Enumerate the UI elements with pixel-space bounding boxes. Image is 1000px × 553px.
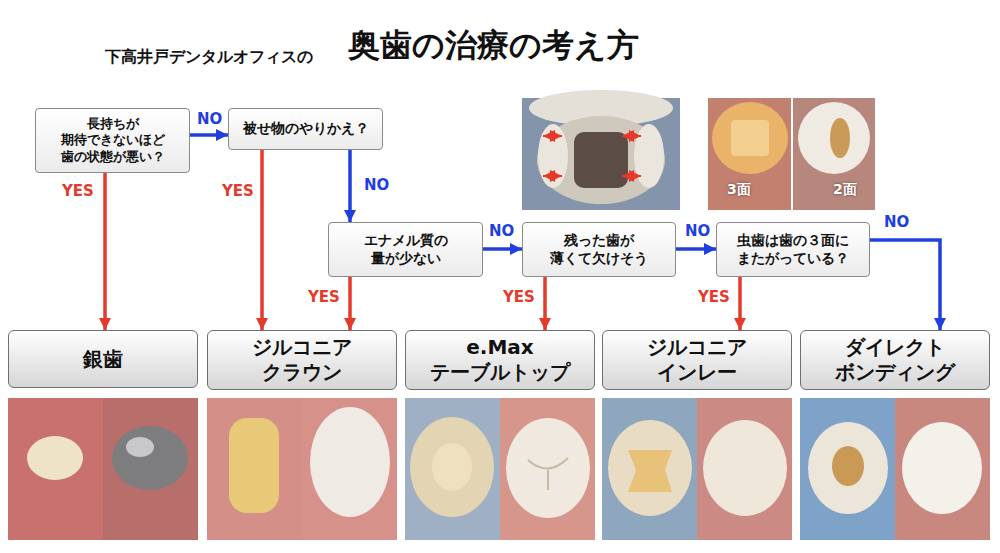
- photo-background: [800, 398, 895, 540]
- box-text: 虫歯は歯の３面に またがっている？: [723, 232, 863, 267]
- inlay-cavity: [628, 450, 672, 492]
- tooth-shape: [608, 420, 692, 516]
- flow-arrow: [738, 277, 742, 330]
- photo-background: [103, 398, 198, 540]
- subtitle-text: 下高井戸デンタルオフィスの: [105, 47, 313, 68]
- crown-highlight: [126, 437, 154, 457]
- tooth-wall: [538, 124, 568, 188]
- cavity-shape: [574, 132, 628, 188]
- zirconia-crown: [310, 407, 390, 517]
- tabletop-restoration: [506, 418, 590, 518]
- decision-box: 長持ちが 期待できないほど 歯の状態が悪い？: [35, 108, 190, 173]
- tooth-fissure: [528, 458, 568, 490]
- flow-arrow: [676, 247, 716, 251]
- tooth-shape: [410, 417, 494, 517]
- decision-box: 虫歯は歯の３面に またがっている？: [716, 222, 870, 277]
- thickness-arrow: [622, 175, 641, 177]
- thickness-arrow: [543, 135, 562, 137]
- treatment-box: ジルコニア インレー: [602, 330, 792, 390]
- box-text: 銀歯: [83, 347, 123, 372]
- flow-arrow: [483, 247, 522, 251]
- flow-arrow: [260, 150, 264, 330]
- photo-caption: 3面: [727, 181, 751, 199]
- photo-background: [697, 398, 792, 540]
- cavity-shape: [832, 446, 864, 486]
- cavity-shape: [731, 120, 769, 156]
- tooth-preparation: [229, 418, 279, 513]
- flow-arrow: [543, 277, 547, 330]
- branch-label: NO: [487, 222, 516, 240]
- decision-box: 被せ物のやりかえ？: [228, 108, 383, 150]
- photo-background: [792, 98, 875, 210]
- flow-arrow: [190, 133, 228, 137]
- branch-label: YES: [696, 288, 732, 306]
- flow-arrow: [103, 173, 107, 330]
- box-text: ダイレクト ボンディング: [809, 335, 981, 385]
- treatment-box: ジルコニア クラウン: [207, 330, 397, 390]
- photo-background: [405, 398, 500, 540]
- box-text: エナメル質の 量が少ない: [335, 232, 476, 267]
- photo-background: [602, 398, 697, 540]
- thickness-arrow: [622, 135, 641, 137]
- cavity-shape: [830, 118, 850, 158]
- branch-label: NO: [882, 213, 911, 231]
- branch-label: YES: [501, 288, 537, 306]
- branch-label: NO: [683, 222, 712, 240]
- box-text: ジルコニア インレー: [611, 335, 783, 385]
- decision-box: 残った歯が 薄くて欠けそう: [522, 222, 676, 277]
- branch-label: YES: [220, 182, 256, 200]
- zirconia-inlay: [703, 420, 787, 516]
- branch-label: YES: [60, 182, 96, 200]
- box-text: 長持ちが 期待できないほど 歯の状態が悪い？: [42, 116, 183, 165]
- photo-background: [302, 398, 397, 540]
- box-text: 残った歯が 薄くて欠けそう: [529, 232, 669, 267]
- photo-background: [708, 98, 792, 210]
- box-text: e.Max テーブルトップ: [414, 335, 586, 385]
- flow-arrow: [870, 240, 940, 330]
- title-text: 奥歯の治療の考え方: [348, 24, 639, 68]
- tooth-preparation: [432, 443, 472, 491]
- branch-label: NO: [195, 110, 224, 128]
- thickness-arrow: [543, 175, 562, 177]
- photo-divider: [791, 98, 793, 210]
- treatment-box: 銀歯: [8, 330, 198, 388]
- box-text: 被せ物のやりかえ？: [243, 120, 369, 138]
- tooth-wall: [634, 124, 664, 188]
- treatment-box: ダイレクト ボンディング: [800, 330, 990, 390]
- box-text: ジルコニア クラウン: [216, 335, 388, 385]
- tooth-shape: [798, 102, 870, 174]
- photo-background: [895, 398, 990, 540]
- tooth-shape: [27, 436, 83, 480]
- photo-background: [8, 398, 103, 540]
- treatment-box: e.Max テーブルトップ: [405, 330, 595, 390]
- photo-background: [500, 398, 595, 540]
- photo-caption: 2面: [833, 181, 857, 199]
- branch-label: YES: [306, 288, 342, 306]
- bonded-tooth: [902, 422, 982, 514]
- branch-label: NO: [362, 176, 391, 194]
- tooth-shape: [537, 116, 665, 204]
- flow-arrow: [348, 277, 352, 330]
- tooth-shape: [808, 422, 888, 514]
- tooth-shape: [712, 102, 788, 174]
- flow-arrow: [348, 150, 352, 222]
- decision-box: エナメル質の 量が少ない: [328, 222, 483, 277]
- silver-crown: [112, 426, 188, 490]
- photo-background: [207, 398, 302, 540]
